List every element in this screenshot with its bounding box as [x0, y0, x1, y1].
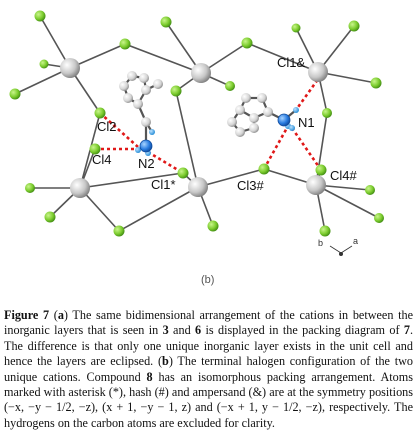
label-n1: N1 [298, 115, 315, 130]
label-cl1-amp: Cl1& [277, 55, 306, 70]
axis-indicator: b a [318, 236, 358, 256]
label-cl1-star: Cl1* [151, 177, 176, 192]
label-cl4: Cl4 [92, 152, 112, 167]
framework-bonds [14, 15, 380, 232]
label-n2: N2 [138, 156, 155, 171]
caption-figure-label: Figure 7 [4, 308, 50, 322]
figure-caption: Figure 7 (a) The same bidimensional arra… [4, 308, 414, 430]
cation-left [119, 71, 163, 156]
axis-label-b: b [318, 238, 323, 248]
label-cl2: Cl2 [97, 119, 117, 134]
cation-right [227, 93, 299, 137]
halogen-atoms [9, 10, 384, 237]
metal-atoms [60, 58, 328, 198]
label-cl3-hash: Cl3# [237, 178, 265, 193]
crystal-structure-figure: Cl2 Cl4 N2 Cl1* Cl3# Cl1& N1 Cl4# b a (b… [9, 10, 384, 286]
label-cl4-hash: Cl4# [330, 168, 358, 183]
axis-label-a: a [353, 236, 358, 246]
panel-label-b: (b) [201, 274, 214, 286]
